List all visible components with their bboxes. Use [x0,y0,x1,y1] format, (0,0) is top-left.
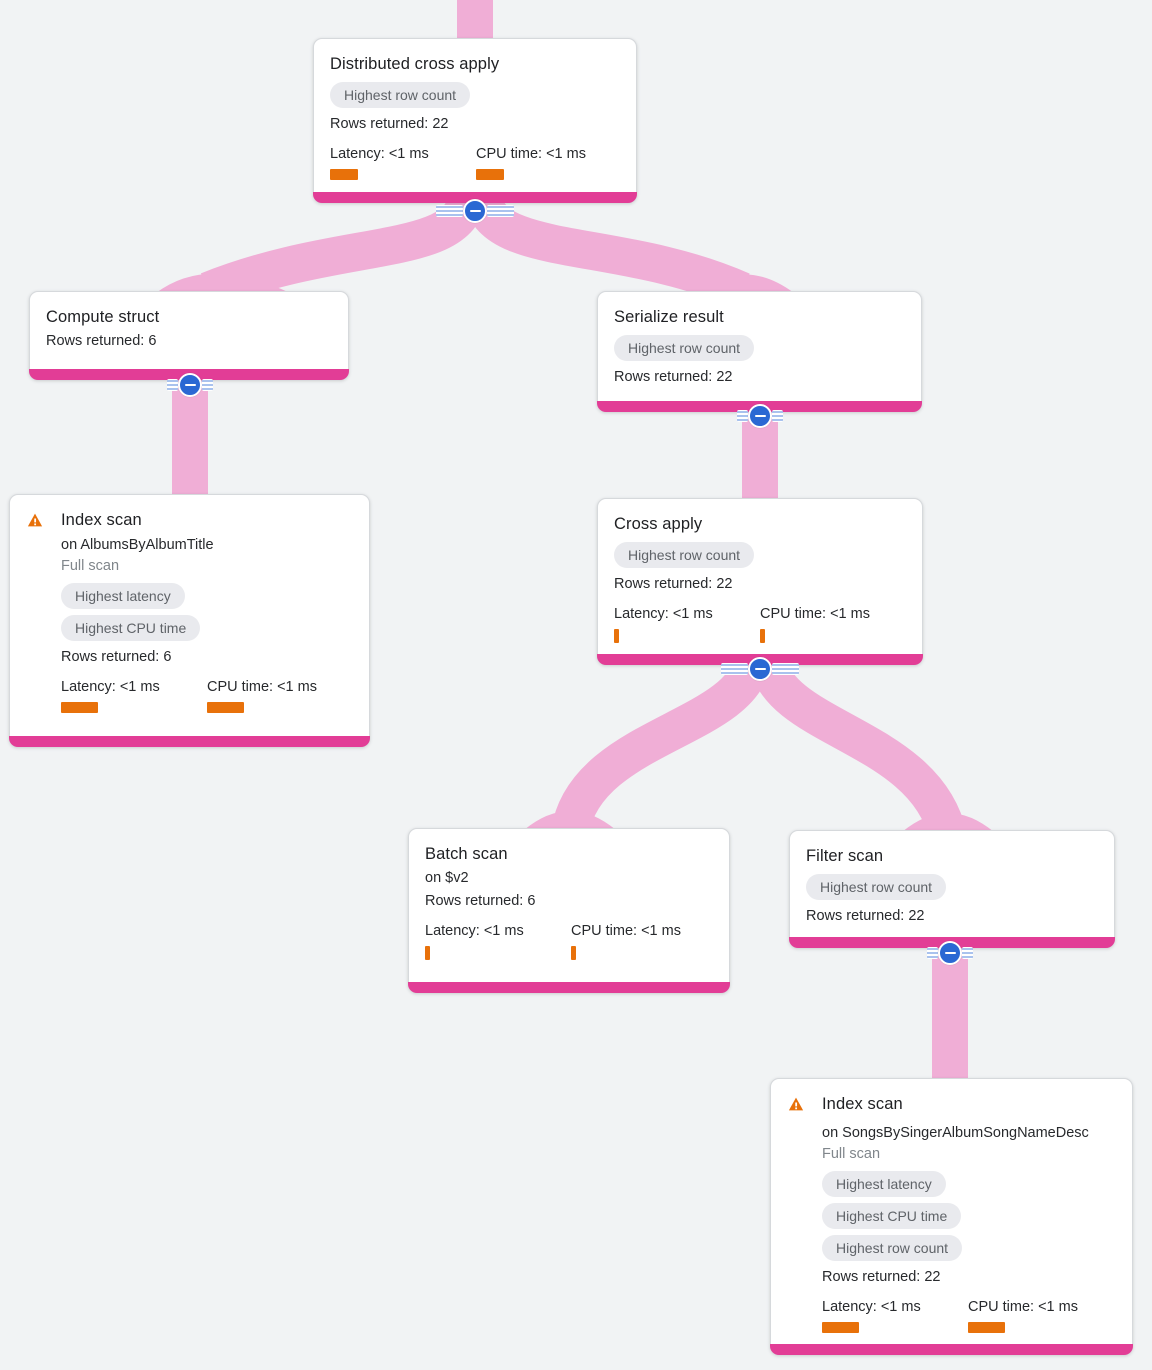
handle-stripe [721,663,748,675]
edge-flare [698,274,794,293]
edge-dca-to-serialize-result [464,194,750,309]
node-title: Compute struct [46,308,160,326]
node-cross-apply[interactable]: Cross apply Highest row count Rows retur… [597,498,923,665]
latency-bar [61,702,98,713]
rows-returned: Rows returned: 6 [425,893,536,909]
scan-target: on AlbumsByAlbumTitle [61,537,214,553]
badge-highest-row-count: Highest row count [614,542,755,568]
badge-highest-row-count: Highest row count [806,874,947,900]
latency-bar [425,946,430,960]
handle-stripe [772,663,799,675]
handle-stripe [487,205,514,217]
cpu-time-label: CPU time: <1 ms [968,1299,1078,1315]
node-batch-scan[interactable]: Batch scan on $v2 Rows returned: 6 Laten… [408,828,730,993]
handle-stripe [927,947,938,959]
rows-returned: Rows returned: 6 [46,333,157,349]
cpu-time-label: CPU time: <1 ms [760,606,870,622]
node-compute-struct[interactable]: Compute struct Rows returned: 6 [29,291,349,380]
scan-type: Full scan [822,1146,881,1162]
node-footer-bar [313,192,637,203]
cpu-time-bar [476,169,504,180]
badge-highest-row-count: Highest row count [330,82,471,108]
badge-highest-row-count: Highest row count [614,335,755,361]
node-footer-bar [770,1344,1133,1355]
warning-icon [27,513,43,527]
node-footer-bar [408,982,730,993]
collapse-control-filter-scan[interactable] [927,941,973,965]
node-index-scan-songs[interactable]: Index scan on SongsBySingerAlbumSongName… [770,1078,1133,1355]
handle-stripe [436,205,463,217]
node-title: Cross apply [614,515,703,533]
rows-returned: Rows returned: 22 [614,576,733,592]
rows-returned: Rows returned: 6 [61,649,172,665]
handle-stripe [962,947,973,959]
node-title: Batch scan [425,845,508,863]
scan-type: Full scan [61,558,120,574]
collapse-minus-icon[interactable] [748,657,772,681]
node-distributed-cross-apply[interactable]: Distributed cross apply Highest row coun… [313,38,637,203]
cpu-time-label: CPU time: <1 ms [476,146,586,162]
rows-returned: Rows returned: 22 [822,1269,941,1285]
latency-bar [330,169,358,180]
node-footer-bar [9,736,370,747]
rows-returned: Rows returned: 22 [806,908,925,924]
node-title: Index scan [61,511,142,529]
cpu-time-bar [968,1322,1005,1333]
badge-highest-cpu-time: Highest CPU time [822,1203,962,1229]
handle-stripe [737,410,748,422]
badge-highest-row-count: Highest row count [822,1235,963,1261]
collapse-control-cross-apply[interactable] [721,657,799,681]
node-index-scan-albums[interactable]: Index scan on AlbumsByAlbumTitle Full sc… [9,494,370,747]
handle-stripe [772,410,783,422]
edge-flare [156,273,290,293]
latency-label: Latency: <1 ms [614,606,713,622]
collapse-minus-icon[interactable] [748,404,772,428]
node-filter-scan[interactable]: Filter scan Highest row count Rows retur… [789,830,1115,948]
collapse-minus-icon[interactable] [178,373,202,397]
badge-highest-latency: Highest latency [61,583,185,609]
latency-label: Latency: <1 ms [61,679,160,695]
node-title: Serialize result [614,308,724,326]
rows-returned: Rows returned: 22 [330,116,449,132]
warning-icon [788,1097,804,1111]
node-title: Distributed cross apply [330,55,500,73]
cpu-time-label: CPU time: <1 ms [207,679,317,695]
edge-flare [524,811,616,830]
collapse-control-distributed-cross-apply[interactable] [436,199,514,223]
latency-bar [614,629,619,643]
badge-highest-cpu-time: Highest CPU time [61,615,201,641]
node-title: Filter scan [806,847,884,865]
handle-stripe [202,379,213,391]
edge-dca-to-compute-struct [200,194,486,309]
cpu-time-bar [207,702,244,713]
collapse-minus-icon[interactable] [938,941,962,965]
latency-bar [822,1322,859,1333]
latency-label: Latency: <1 ms [330,146,429,162]
edge-cross-apply-to-filter-scan [749,656,967,842]
node-title: Index scan [822,1095,903,1113]
node-serialize-result[interactable]: Serialize result Highest row count Rows … [597,291,922,412]
collapse-control-serialize-result[interactable] [737,404,783,428]
latency-label: Latency: <1 ms [425,923,524,939]
edge-flare [902,813,994,832]
collapse-minus-icon[interactable] [463,199,487,223]
latency-label: Latency: <1 ms [822,1299,921,1315]
scan-target: on $v2 [425,870,469,886]
collapse-control-compute-struct[interactable] [167,373,213,397]
rows-returned: Rows returned: 22 [614,369,733,385]
edge-cross-apply-to-batch-scan [551,656,771,837]
handle-stripe [167,379,178,391]
cpu-time-bar [760,629,765,643]
cpu-time-bar [571,946,576,960]
badge-highest-latency: Highest latency [822,1171,946,1197]
scan-target: on SongsBySingerAlbumSongNameDesc [822,1125,1089,1141]
cpu-time-label: CPU time: <1 ms [571,923,681,939]
